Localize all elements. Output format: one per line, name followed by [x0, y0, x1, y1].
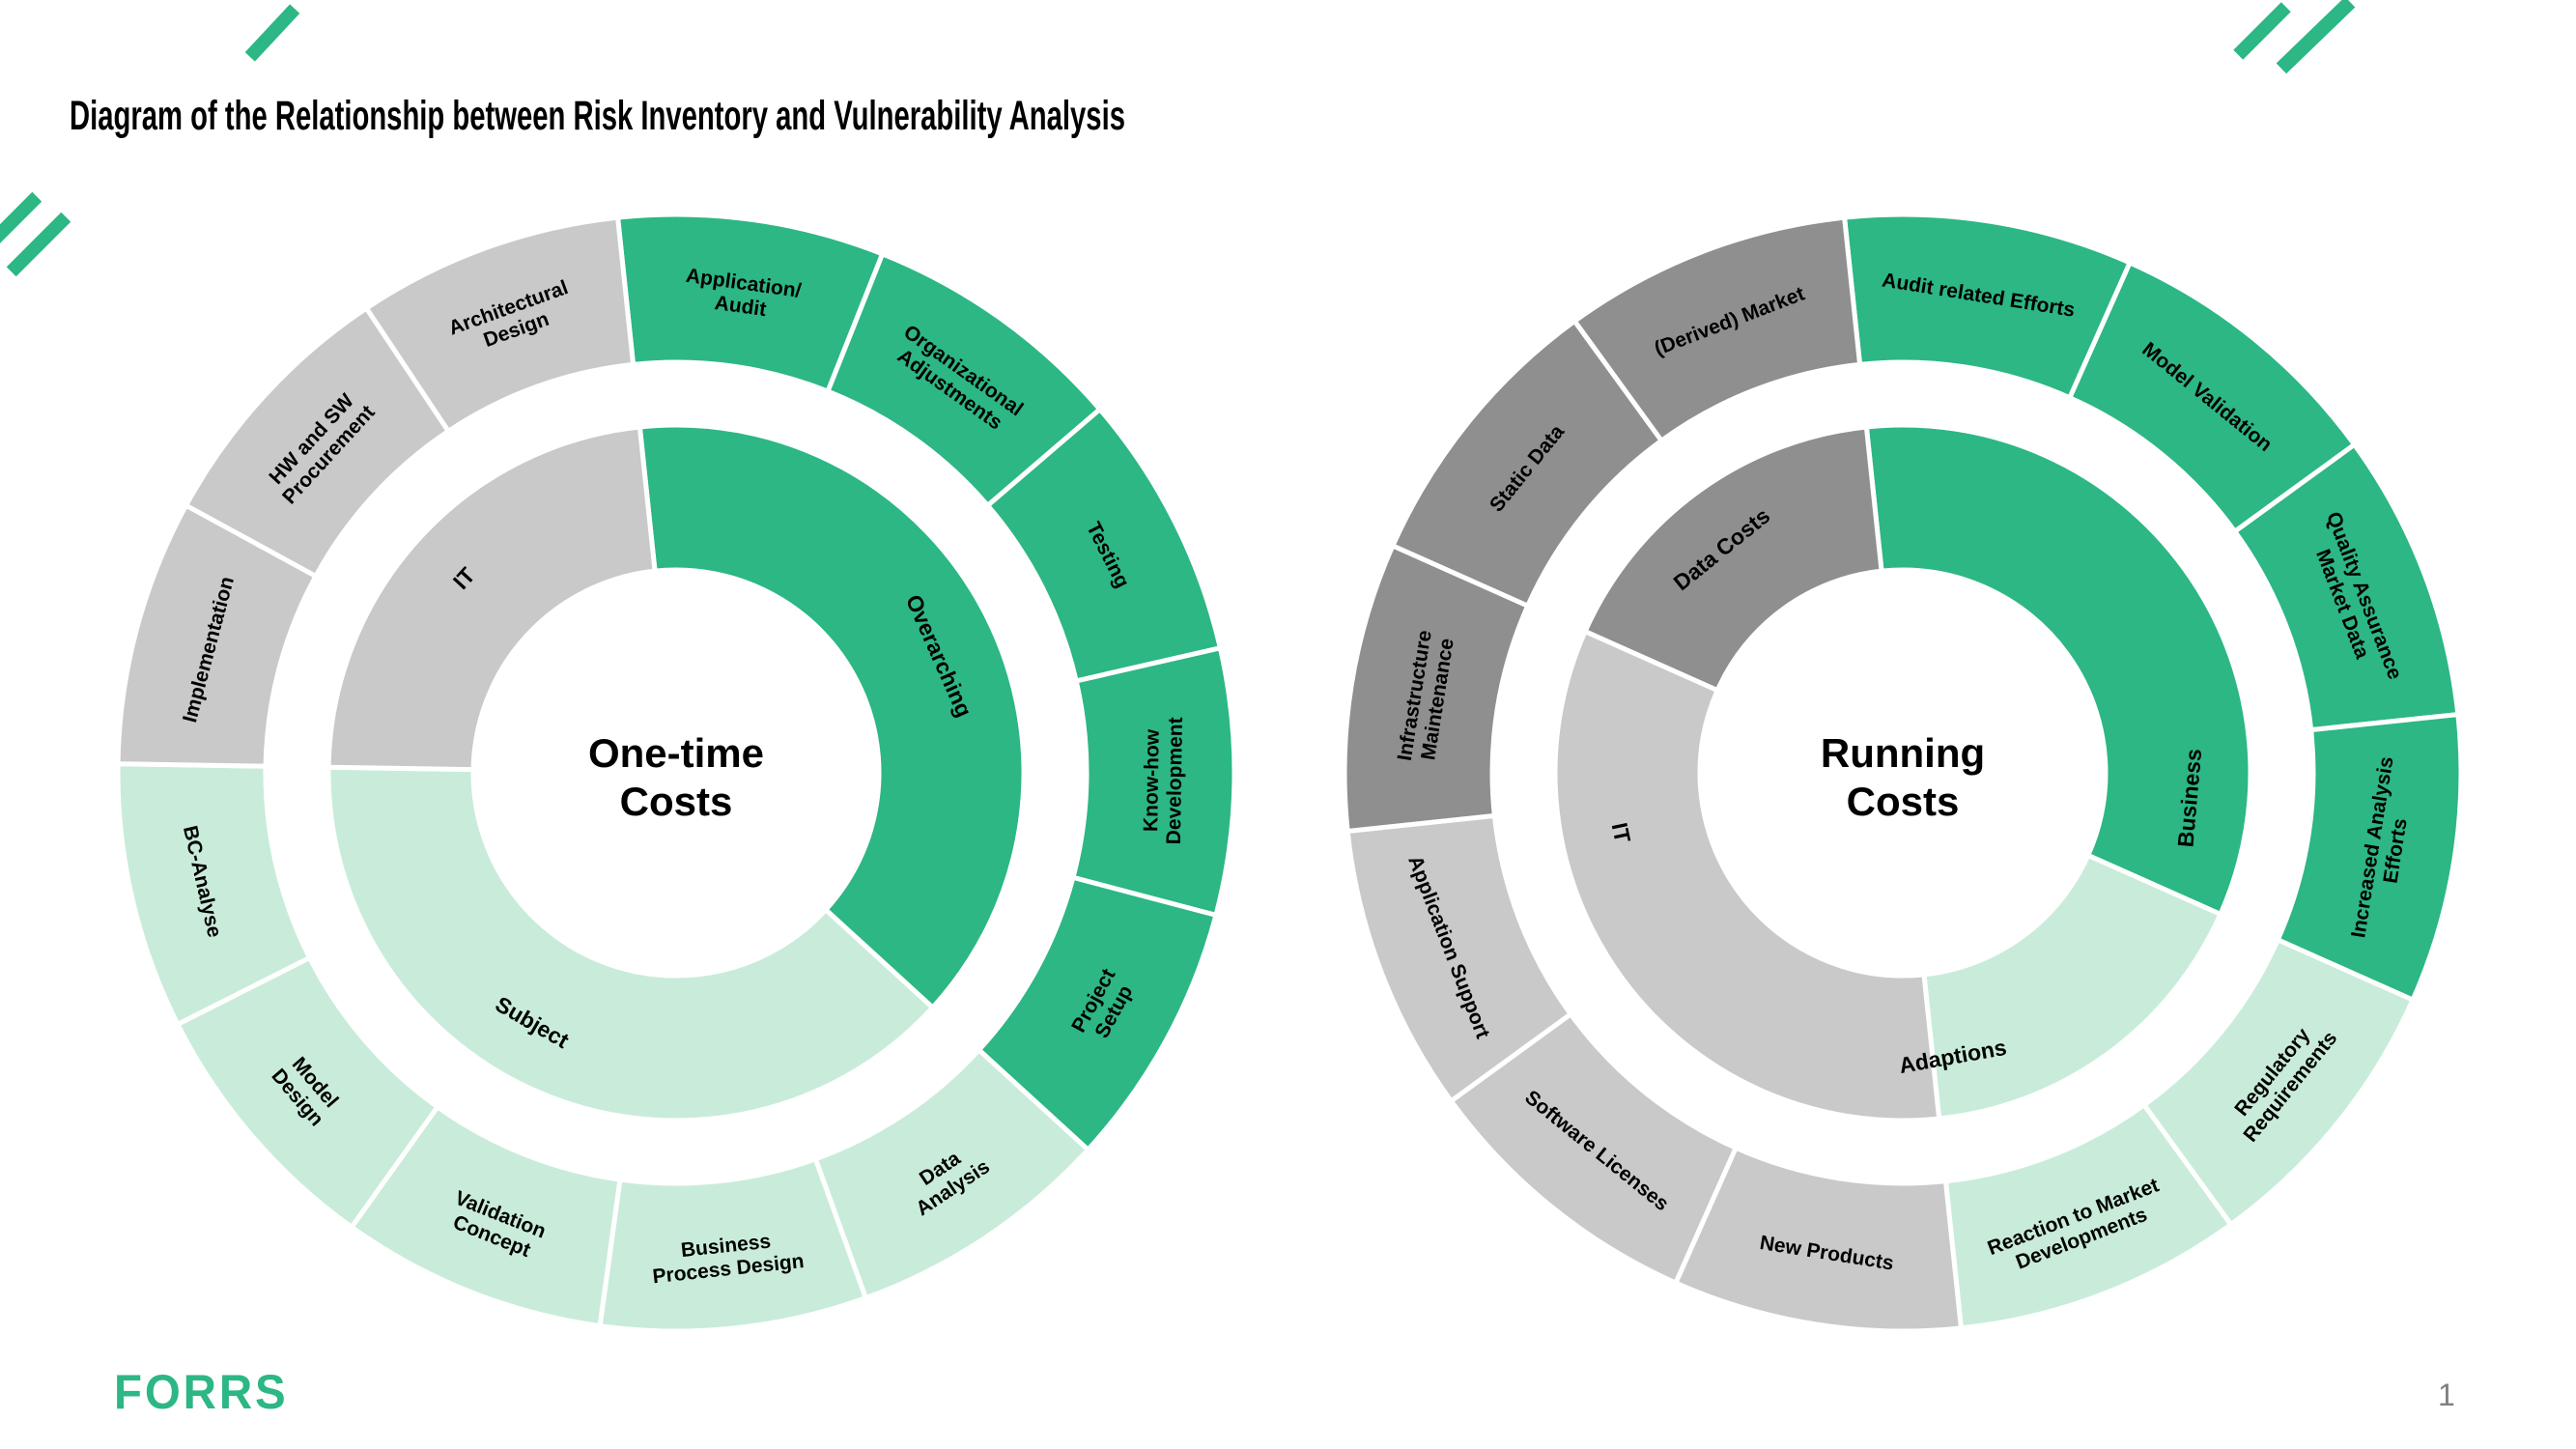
slide-title: Diagram of the Relationship between Risk… — [70, 93, 1125, 139]
slice-label: Know-howDevelopment — [1140, 717, 1187, 845]
inner-slice-overarching — [637, 422, 1027, 1011]
inner-slice-data-costs — [1581, 424, 1884, 694]
inner-slice-adaptions — [1921, 852, 2224, 1122]
inner-slice-it — [326, 424, 658, 773]
inner-slice-it — [1552, 628, 1942, 1123]
forrs-logo: FORRS — [114, 1365, 289, 1419]
inner-slice-subject — [326, 764, 937, 1123]
corner-slash-icon — [2233, 2, 2291, 60]
page-number: 1 — [2438, 1378, 2455, 1412]
outer-slice-architectural-design — [362, 214, 637, 435]
corner-slash-icon — [244, 4, 300, 62]
outer-slice--derived-market — [1571, 214, 1863, 444]
one-time-costs-donut-svg: OverarchingSubjectITApplication/AuditOrg… — [115, 212, 1237, 1334]
slice-label: ValidationConcept — [443, 1187, 550, 1264]
inner-slice-business — [1863, 422, 2253, 918]
